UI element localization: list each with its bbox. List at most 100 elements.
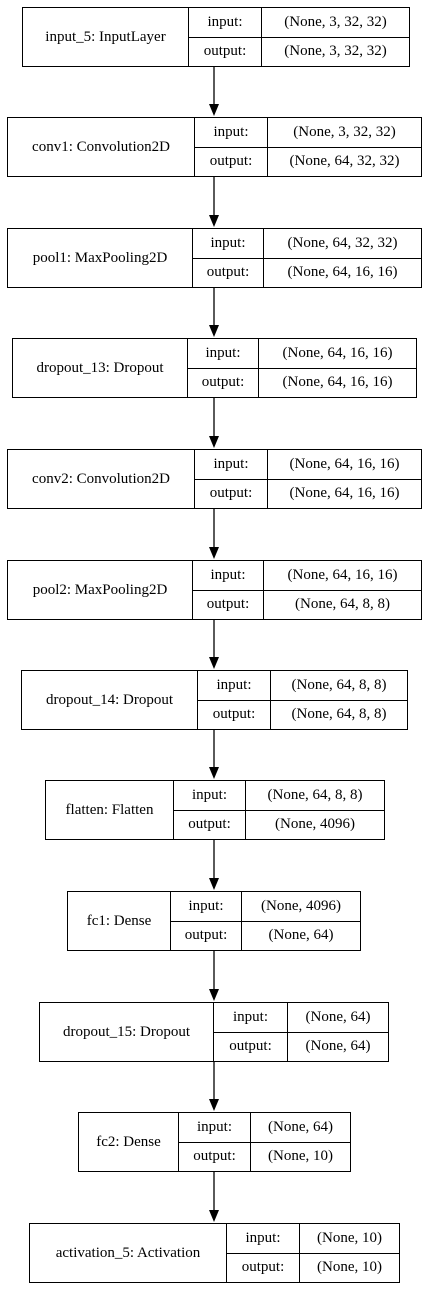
output-shape: (None, 10): [268, 1148, 333, 1165]
io-table: input: (None, 64) output: (None, 64): [214, 1003, 388, 1061]
input-label: input:: [193, 229, 264, 258]
input-row: input: (None, 64, 8, 8): [198, 671, 407, 700]
arrow-head: [209, 215, 219, 227]
layer-node-fc1: fc1: Dense input: (None, 4096) output: (…: [67, 891, 361, 951]
output-label: output:: [193, 590, 264, 619]
input-row: input: (None, 10): [227, 1224, 399, 1253]
input-shape: (None, 64): [268, 1118, 333, 1135]
arrow-head: [209, 989, 219, 1001]
output-label: output:: [198, 700, 271, 729]
layer-node-dropout-13: dropout_13: Dropout input: (None, 64, 16…: [12, 338, 417, 398]
io-table: input: (None, 64, 16, 16) output: (None,…: [195, 450, 421, 508]
output-label: output:: [189, 37, 262, 66]
io-table: input: (None, 64, 16, 16) output: (None,…: [193, 561, 421, 619]
io-table: input: (None, 3, 32, 32) output: (None, …: [189, 8, 409, 66]
input-label: input:: [195, 118, 268, 147]
input-shape: (None, 3, 32, 32): [293, 123, 396, 140]
output-row: output: (None, 10): [179, 1141, 350, 1171]
output-shape: (None, 64, 16, 16): [289, 485, 400, 502]
arrow-head: [209, 878, 219, 890]
arrow-head: [209, 436, 219, 448]
output-label: output:: [179, 1142, 251, 1171]
layer-node-input-5: input_5: InputLayer input: (None, 3, 32,…: [22, 7, 410, 67]
output-row: output: (None, 64, 8, 8): [198, 699, 407, 729]
output-shape: (None, 64): [268, 927, 334, 944]
input-label: input:: [171, 892, 242, 921]
arrow-head: [209, 767, 219, 779]
output-shape: (None, 10): [317, 1259, 382, 1276]
layer-name: flatten: Flatten: [46, 781, 174, 839]
output-label: output:: [193, 258, 264, 287]
input-shape: (None, 64, 16, 16): [287, 566, 398, 583]
input-label: input:: [195, 450, 268, 479]
io-table: input: (None, 64, 16, 16) output: (None,…: [188, 339, 416, 397]
layer-name: conv2: Convolution2D: [8, 450, 195, 508]
output-shape: (None, 64, 32, 32): [289, 153, 400, 170]
io-table: input: (None, 64, 8, 8) output: (None, 6…: [198, 671, 407, 729]
output-row: output: (None, 3, 32, 32): [189, 36, 409, 66]
output-row: output: (None, 64): [214, 1031, 388, 1061]
input-label: input:: [174, 781, 246, 810]
layer-name: dropout_14: Dropout: [22, 671, 198, 729]
output-label: output:: [188, 368, 259, 397]
output-label: output:: [195, 147, 268, 176]
layer-name: pool2: MaxPooling2D: [8, 561, 193, 619]
layer-node-pool2: pool2: MaxPooling2D input: (None, 64, 16…: [7, 560, 422, 620]
io-table: input: (None, 64) output: (None, 10): [179, 1113, 350, 1171]
output-row: output: (None, 64): [171, 920, 360, 950]
input-row: input: (None, 64, 16, 16): [193, 561, 421, 590]
output-row: output: (None, 64, 16, 16): [195, 478, 421, 508]
layer-name: pool1: MaxPooling2D: [8, 229, 193, 287]
layer-name: conv1: Convolution2D: [8, 118, 195, 176]
layer-name: dropout_15: Dropout: [40, 1003, 214, 1061]
output-shape: (None, 64, 16, 16): [287, 264, 398, 281]
output-row: output: (None, 64, 16, 16): [193, 257, 421, 287]
io-table: input: (None, 64, 8, 8) output: (None, 4…: [174, 781, 384, 839]
output-row: output: (None, 64, 16, 16): [188, 367, 416, 397]
output-shape: (None, 3, 32, 32): [284, 43, 387, 60]
layer-name: input_5: InputLayer: [23, 8, 189, 66]
input-shape: (None, 64, 16, 16): [282, 344, 393, 361]
arrow-head: [209, 547, 219, 559]
input-row: input: (None, 64, 16, 16): [188, 339, 416, 368]
input-label: input:: [188, 339, 259, 368]
layer-node-conv2: conv2: Convolution2D input: (None, 64, 1…: [7, 449, 422, 509]
input-shape: (None, 64, 32, 32): [287, 234, 398, 251]
layer-node-dropout-15: dropout_15: Dropout input: (None, 64) ou…: [39, 1002, 389, 1062]
input-row: input: (None, 3, 32, 32): [195, 118, 421, 147]
layer-node-flatten: flatten: Flatten input: (None, 64, 8, 8)…: [45, 780, 385, 840]
input-shape: (None, 64, 16, 16): [289, 455, 400, 472]
layer-node-dropout-14: dropout_14: Dropout input: (None, 64, 8,…: [21, 670, 408, 730]
input-row: input: (None, 4096): [171, 892, 360, 921]
output-label: output:: [171, 921, 242, 950]
output-shape: (None, 64): [305, 1038, 371, 1055]
input-shape: (None, 64, 8, 8): [267, 786, 363, 803]
input-row: input: (None, 64): [214, 1003, 388, 1032]
output-row: output: (None, 10): [227, 1252, 399, 1282]
input-label: input:: [179, 1113, 251, 1142]
output-shape: (None, 64, 16, 16): [282, 374, 393, 391]
layer-node-conv1: conv1: Convolution2D input: (None, 3, 32…: [7, 117, 422, 177]
arrow-head: [209, 657, 219, 669]
layer-node-pool1: pool1: MaxPooling2D input: (None, 64, 32…: [7, 228, 422, 288]
input-label: input:: [227, 1224, 300, 1253]
output-label: output:: [227, 1253, 300, 1282]
layer-name: fc2: Dense: [79, 1113, 179, 1171]
output-shape: (None, 4096): [275, 816, 355, 833]
input-shape: (None, 3, 32, 32): [284, 13, 387, 30]
input-shape: (None, 4096): [261, 897, 341, 914]
layer-name: activation_5: Activation: [30, 1224, 227, 1282]
input-shape: (None, 64, 8, 8): [291, 676, 387, 693]
output-label: output:: [214, 1032, 288, 1061]
arrow-head: [209, 325, 219, 337]
output-shape: (None, 64, 8, 8): [291, 706, 387, 723]
input-row: input: (None, 64, 32, 32): [193, 229, 421, 258]
io-table: input: (None, 3, 32, 32) output: (None, …: [195, 118, 421, 176]
output-label: output:: [195, 479, 268, 508]
output-row: output: (None, 4096): [174, 809, 384, 839]
input-label: input:: [193, 561, 264, 590]
io-table: input: (None, 4096) output: (None, 64): [171, 892, 360, 950]
output-shape: (None, 64, 8, 8): [295, 596, 390, 613]
input-row: input: (None, 64, 8, 8): [174, 781, 384, 810]
